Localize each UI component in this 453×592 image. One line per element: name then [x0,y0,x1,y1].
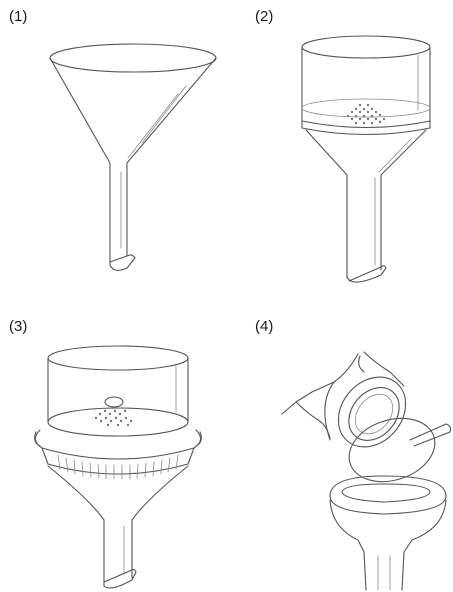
frit-pores-3 [95,410,132,426]
fritted-filter-funnel-drawing [302,36,430,282]
conical-funnel-drawing [50,44,216,270]
disassembled-filter-holder-drawing [282,352,451,590]
clamped-filter-funnel-drawing [35,346,202,588]
frit-pores [347,104,385,124]
